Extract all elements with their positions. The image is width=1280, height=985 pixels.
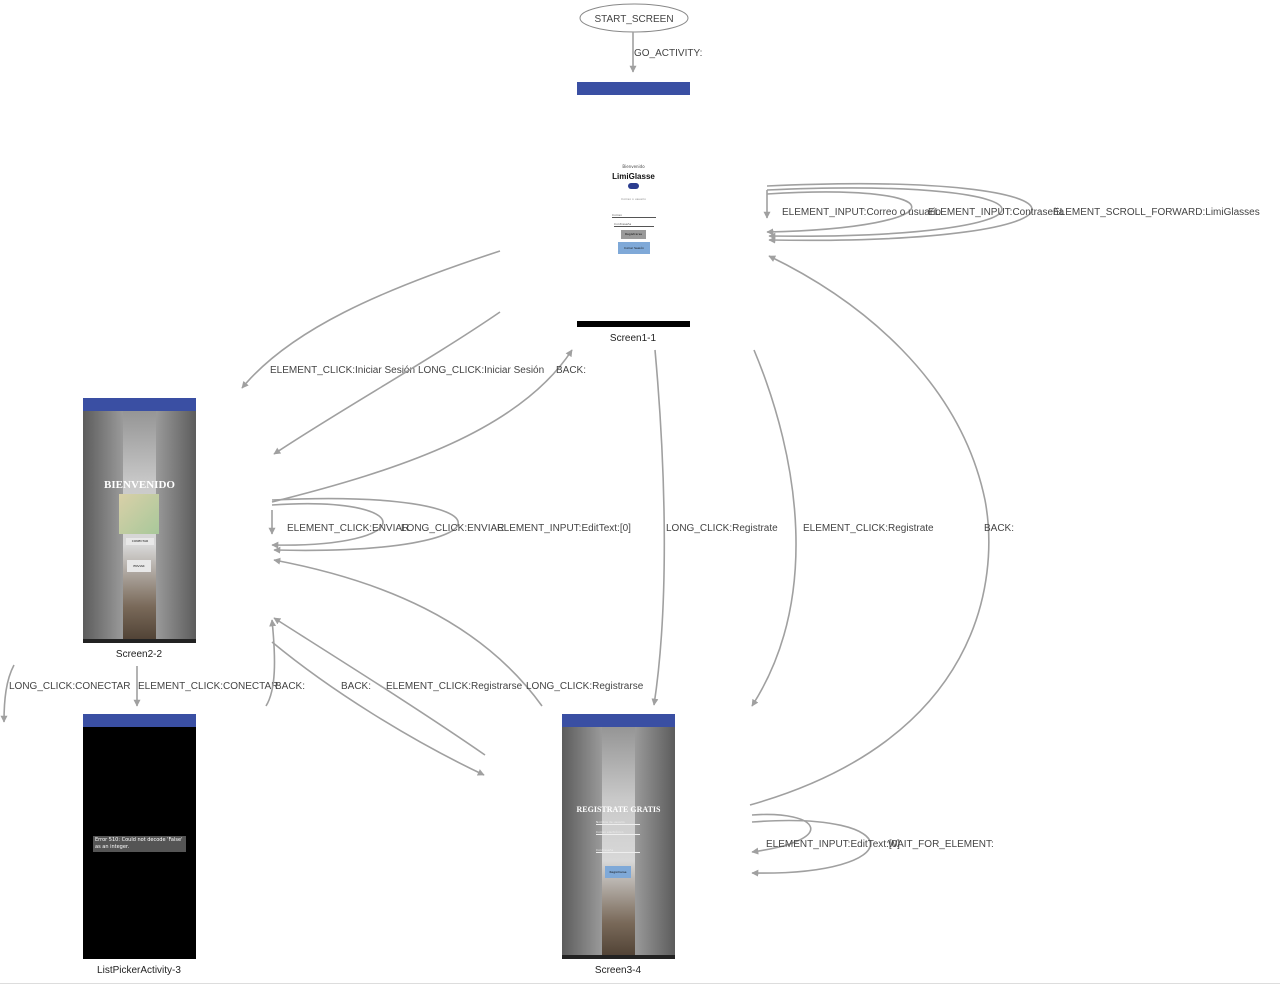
edge-label-long-registrate: LONG_CLICK:Registrate xyxy=(666,523,778,534)
nav-bar xyxy=(83,639,196,643)
edge-label-back-s3-s1: BACK: xyxy=(984,523,1014,534)
edge-label-input-edittext-s3: ELEMENT_INPUT:EditText:[0] xyxy=(766,839,900,850)
edge-click-registrate xyxy=(751,349,797,707)
status-bar xyxy=(83,398,196,411)
edge-label-click-enviar: ELEMENT_CLICK:ENVIAR xyxy=(287,523,409,534)
username-field[interactable]: Nombre de usuario xyxy=(596,820,640,825)
edge-label-click-registrate: ELEMENT_CLICK:Registrate xyxy=(803,523,934,534)
edge-self-scroll xyxy=(766,183,1033,244)
screen3-thumbnail[interactable]: REGISTRATE GRATIS Nombre de usuario Corr… xyxy=(562,714,675,959)
nav-bar xyxy=(562,955,675,959)
list-picker-thumbnail[interactable]: Error 510: Could not decode 'False' as a… xyxy=(83,714,196,959)
caption-screen1: Screen1-1 xyxy=(610,333,657,344)
map-image xyxy=(119,494,159,534)
email-field[interactable]: Correo xyxy=(612,213,656,218)
error-toast: Error 510: Could not decode 'False' as a… xyxy=(93,836,186,852)
welcome-title: BIENVENIDO xyxy=(104,479,175,491)
edge-label-long-conectar: LONG_CLICK:CONECTAR xyxy=(9,681,131,692)
subtitle: Correo o usuario xyxy=(621,197,646,201)
screen1-thumbnail[interactable]: Bienvenido LimiGlasse Correo o usuario C… xyxy=(577,82,690,327)
edge-long-registrate xyxy=(651,349,666,706)
send-button[interactable]: ENVIAR xyxy=(127,560,151,572)
register-button[interactable]: Registrarse xyxy=(605,866,631,878)
edge-click-registrarse xyxy=(271,641,485,776)
edge-label-click-registrarse: ELEMENT_CLICK:Registrarse xyxy=(386,681,523,692)
edge-label-long-enviar: LONG_CLICK:ENVIAR xyxy=(401,523,504,534)
start-node: START_SCREEN xyxy=(579,3,689,33)
edge-self-input-contrasena xyxy=(766,187,1003,240)
password-field[interactable]: Contraseña xyxy=(614,222,654,227)
caption-screen3: Screen3-4 xyxy=(595,965,642,976)
edge-self-wait-s3 xyxy=(751,813,812,855)
edge-label-back-s2-s1: BACK: xyxy=(556,365,586,376)
register-title: REGISTRATE GRATIS xyxy=(576,805,661,814)
edge-label-back-s3-s2: BACK: xyxy=(341,681,371,692)
building-left xyxy=(562,727,602,959)
screen2-thumbnail[interactable]: BIENVENIDO CONECTAR ENVIAR xyxy=(83,398,196,643)
edge-long-registrarse xyxy=(273,557,543,707)
building-left xyxy=(83,411,123,643)
password-field[interactable]: Contraseña xyxy=(596,848,640,853)
edge-label-input-correo: ELEMENT_INPUT:Correo o usuario xyxy=(782,207,941,218)
edge-long-conectar xyxy=(0,664,15,723)
status-bar xyxy=(577,82,690,95)
caption-list-picker: ListPickerActivity-3 xyxy=(97,965,181,976)
bottom-rule xyxy=(0,983,1280,984)
edge-label-wait-element: WAIT_FOR_ELEMENT: xyxy=(888,839,994,850)
edge-back-list-s2 xyxy=(265,619,277,707)
app-name: LimiGlasse xyxy=(612,172,655,181)
edge-self-long-enviar xyxy=(271,497,460,554)
nav-bar xyxy=(577,321,690,327)
building-right xyxy=(635,727,675,959)
edge-back-s2-s1 xyxy=(271,349,573,503)
edge-label-go-activity: GO_ACTIVITY: xyxy=(634,48,702,59)
edge-label-scroll: ELEMENT_SCROLL_FORWARD:LimiGlasses xyxy=(1053,207,1260,218)
edge-label-back-list-s2: BACK: xyxy=(275,681,305,692)
edge-label-click-conectar: ELEMENT_CLICK:CONECTAR xyxy=(138,681,278,692)
glasses-logo-icon xyxy=(628,183,639,189)
caption-screen2: Screen2-2 xyxy=(116,649,163,660)
edge-label-input-contrasena: ELEMENT_INPUT:Contraseña xyxy=(928,207,1065,218)
start-node-ellipse xyxy=(579,3,689,33)
welcome-text: Bienvenido xyxy=(622,164,645,169)
building-right xyxy=(156,411,196,643)
email-field[interactable]: Correo electrónico xyxy=(596,830,640,835)
edge-self-click-enviar xyxy=(271,502,384,549)
start-node-label: START_SCREEN xyxy=(594,14,673,25)
edge-label-click-iniciar: ELEMENT_CLICK:Iniciar Sesión xyxy=(270,365,415,376)
status-bar xyxy=(83,714,196,727)
register-button[interactable]: Registrarse xyxy=(621,230,646,239)
edges: GO_ACTIVITY: ELEMENT_INPUT:Correo o usua… xyxy=(0,32,1260,877)
edge-self-input-correo xyxy=(766,191,913,236)
edge-self-input-s3 xyxy=(751,819,872,877)
edge-label-long-iniciar: LONG_CLICK:Iniciar Sesión xyxy=(418,365,544,376)
login-button[interactable]: Iniciar Sesión xyxy=(618,242,650,254)
connect-button[interactable]: CONECTAR xyxy=(126,538,154,545)
status-bar xyxy=(562,714,675,727)
edge-click-iniciar xyxy=(241,250,501,389)
edge-back-s3-s1 xyxy=(749,255,990,806)
edge-label-input-edittext-s2: ELEMENT_INPUT:EditText:[0] xyxy=(497,523,631,534)
edge-label-long-registrarse: LONG_CLICK:Registrarse xyxy=(526,681,644,692)
edge-back-s3-s2 xyxy=(273,617,486,756)
edge-long-iniciar xyxy=(273,311,501,455)
